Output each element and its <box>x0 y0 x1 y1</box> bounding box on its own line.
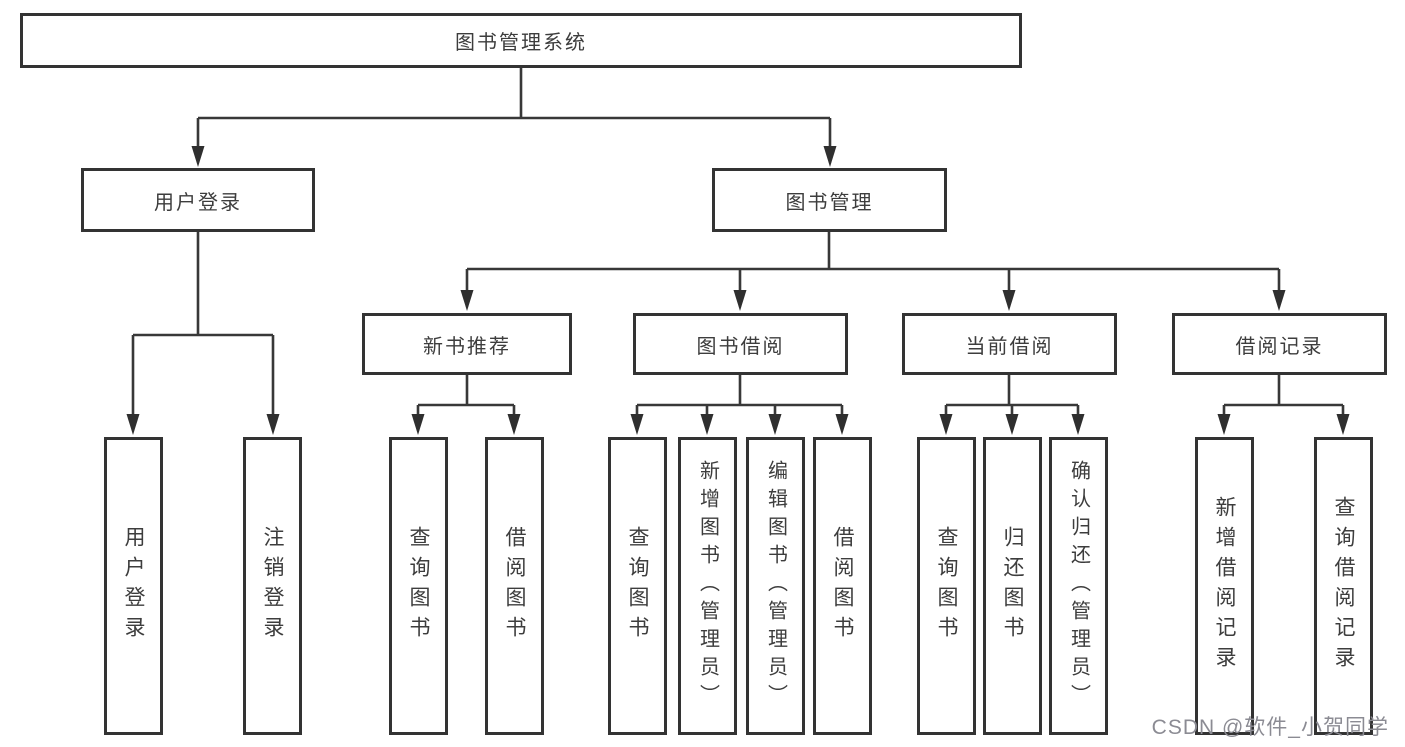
leaf-user-login: 用户登录 <box>104 437 163 735</box>
leaf-edit-books-admin: 编辑图书（管理员） <box>746 437 805 735</box>
leaf-query-books: 查询图书 <box>917 437 976 735</box>
leaf-query-books: 查询图书 <box>608 437 667 735</box>
leaf-borrow-books: 借阅图书 <box>813 437 872 735</box>
leaf-confirm-return-admin: 确认归还（管理员） <box>1049 437 1108 735</box>
node-library-management-system: 图书管理系统 <box>20 13 1022 68</box>
node-label: 确认归还（管理员） <box>1067 460 1090 712</box>
leaf-add-borrow-record: 新增借阅记录 <box>1195 437 1254 735</box>
leaf-borrow-books: 借阅图书 <box>485 437 544 735</box>
node-book-borrowing: 图书借阅 <box>633 313 848 375</box>
node-label: 用户登录 <box>122 526 145 646</box>
node-label: 查询借阅记录 <box>1332 496 1355 676</box>
node-label: 新增图书（管理员） <box>696 460 719 712</box>
node-label: 用户登录 <box>154 191 242 214</box>
node-label: 新书推荐 <box>423 335 511 358</box>
node-label: 归还图书 <box>1001 526 1024 646</box>
node-label: 图书借阅 <box>696 335 785 358</box>
node-label: 注销登录 <box>261 526 284 646</box>
node-borrowing-records: 借阅记录 <box>1172 313 1387 375</box>
node-user-login: 用户登录 <box>81 168 315 232</box>
node-label: 借阅记录 <box>1235 335 1324 358</box>
node-new-book-recommendation: 新书推荐 <box>362 313 572 375</box>
node-current-borrowing: 当前借阅 <box>902 313 1117 375</box>
node-label: 借阅图书 <box>831 526 854 646</box>
node-label: 查询图书 <box>626 526 649 646</box>
node-label: 图书管理 <box>785 191 874 214</box>
node-label: 图书管理系统 <box>455 32 587 54</box>
node-label: 新增借阅记录 <box>1213 496 1236 676</box>
leaf-query-books: 查询图书 <box>389 437 448 735</box>
csdn-watermark: CSDN @软件_小贺同学 <box>1151 716 1389 739</box>
leaf-query-borrow-record: 查询借阅记录 <box>1314 437 1373 735</box>
node-label: 查询图书 <box>935 526 958 646</box>
leaf-add-books-admin: 新增图书（管理员） <box>678 437 737 735</box>
leaf-return-books: 归还图书 <box>983 437 1042 735</box>
node-label: 编辑图书（管理员） <box>764 460 787 712</box>
node-label: 当前借阅 <box>965 335 1054 358</box>
leaf-logout: 注销登录 <box>243 437 302 735</box>
node-book-management: 图书管理 <box>712 168 947 232</box>
node-label: 借阅图书 <box>503 526 526 646</box>
node-label: 查询图书 <box>407 526 430 646</box>
